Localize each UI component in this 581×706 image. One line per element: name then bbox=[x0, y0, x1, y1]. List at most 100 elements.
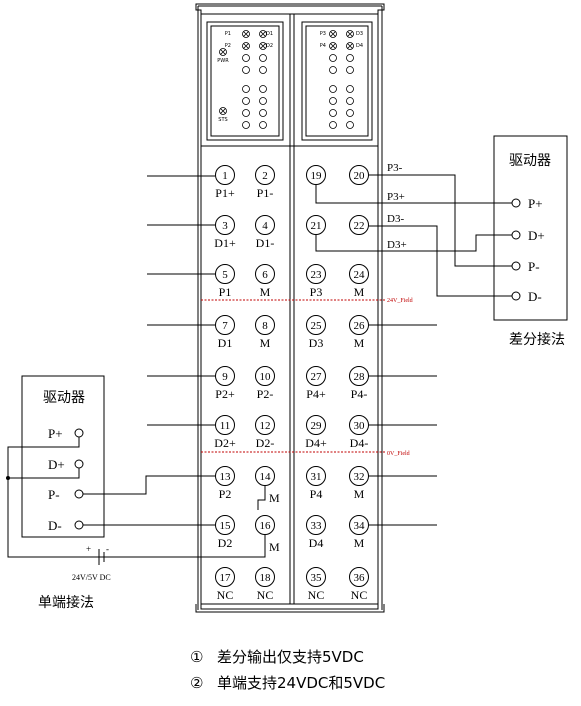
terminal-label: M bbox=[260, 285, 271, 299]
led-label-p2: P2 bbox=[225, 43, 231, 49]
terminal-14: 14M bbox=[255, 466, 280, 505]
led-icon bbox=[346, 85, 354, 93]
led-icon bbox=[242, 66, 250, 74]
led-cross-icon bbox=[347, 31, 353, 37]
terminal-1: 1P1+ bbox=[215, 165, 235, 200]
led-label-d1: D1 bbox=[266, 31, 273, 37]
terminal-number: 34 bbox=[354, 520, 366, 532]
led-cross-icon bbox=[260, 31, 266, 37]
led-icon bbox=[259, 109, 267, 117]
terminal-label: P2 bbox=[219, 487, 232, 501]
led-label-p4: P4 bbox=[320, 43, 326, 49]
note-1-text: 差分输出仅支持5VDC bbox=[217, 648, 364, 666]
driver-left-port-label: P+ bbox=[48, 426, 63, 441]
terminal-circle-icon bbox=[349, 567, 369, 587]
terminal-21: 21 bbox=[306, 215, 326, 235]
terminal-number: 11 bbox=[220, 420, 231, 432]
driver-box-single-ended: 驱动器 P+ D+ P- D- bbox=[21, 375, 105, 538]
terminal-24: 24M bbox=[349, 264, 369, 299]
junction-dot bbox=[6, 476, 10, 480]
led-icon bbox=[242, 85, 250, 93]
terminal-label: D4 bbox=[309, 536, 324, 550]
terminal-label: M bbox=[354, 336, 365, 350]
terminal-circle-icon bbox=[306, 466, 326, 486]
driver-right-port-p-plus-icon bbox=[511, 198, 521, 208]
terminal-circle-icon bbox=[349, 366, 369, 386]
terminal-circle-icon bbox=[349, 466, 369, 486]
led-icon bbox=[346, 66, 354, 74]
led-cross-icon bbox=[243, 31, 249, 37]
terminal-circle-icon bbox=[349, 415, 369, 435]
terminal-label: P4- bbox=[351, 387, 368, 401]
driver-right-port-d-minus-icon bbox=[511, 291, 521, 301]
terminal-circle-icon bbox=[306, 415, 326, 435]
terminal-label: P1 bbox=[219, 285, 232, 299]
terminal-label: P4+ bbox=[306, 387, 326, 401]
terminal-number: 3 bbox=[222, 220, 228, 232]
led-icon bbox=[346, 30, 354, 38]
terminal-6: 6M bbox=[255, 264, 275, 299]
terminal-number: 19 bbox=[311, 170, 323, 182]
terminal-circle-icon bbox=[306, 515, 326, 535]
terminal-22: 22 bbox=[349, 215, 369, 235]
terminal-label: M bbox=[269, 491, 280, 505]
terminal-number: 22 bbox=[354, 220, 365, 232]
led-icon bbox=[259, 30, 267, 38]
terminal-3: 3D1+ bbox=[214, 215, 236, 250]
led-icon bbox=[329, 30, 337, 38]
led-icon bbox=[346, 109, 354, 117]
terminal-label: P1+ bbox=[215, 186, 235, 200]
terminal-label: D4- bbox=[350, 436, 369, 450]
led-icon bbox=[259, 66, 267, 74]
note-2-text: 单端支持24VDC和5VDC bbox=[217, 674, 385, 692]
led-icon bbox=[346, 42, 354, 50]
led-icon bbox=[259, 121, 267, 129]
caption-single-ended: 单端接法 bbox=[38, 594, 94, 611]
driver-left-port-label: D+ bbox=[48, 457, 65, 472]
sts-label: STS bbox=[218, 117, 227, 123]
terminal-number: 35 bbox=[311, 572, 323, 584]
wire-label-p3-minus: P3- bbox=[387, 162, 403, 174]
led-label-d2: D2 bbox=[266, 43, 273, 49]
led-cross-icon bbox=[243, 43, 249, 49]
note-2-mark: ② bbox=[190, 674, 203, 692]
power-minus-label: - bbox=[106, 544, 109, 554]
terminal-label: D1+ bbox=[214, 236, 236, 250]
differential-wires bbox=[315, 174, 512, 297]
terminal-label: P4 bbox=[310, 487, 323, 501]
caption-differential: 差分接法 bbox=[509, 331, 565, 348]
terminal-circle-icon bbox=[349, 515, 369, 535]
terminal-circle-icon bbox=[255, 215, 275, 235]
terminal-number: 36 bbox=[354, 572, 366, 584]
driver-right-port-label: P+ bbox=[528, 196, 543, 211]
terminal-number: 10 bbox=[260, 371, 272, 383]
terminal-26: 26M bbox=[349, 315, 369, 350]
power-source-label: 24V/5V DC bbox=[72, 573, 111, 582]
divider-24v-label: 24V_Field bbox=[387, 298, 413, 304]
terminal-19: 19 bbox=[306, 165, 326, 185]
led-icon bbox=[242, 30, 250, 38]
terminal-circle-icon bbox=[215, 165, 235, 185]
terminal-label: P2- bbox=[257, 387, 274, 401]
terminal-8: 8M bbox=[255, 315, 275, 350]
terminal-circle-icon bbox=[215, 567, 235, 587]
terminal-circle-icon bbox=[215, 366, 235, 386]
terminal-number: 8 bbox=[262, 320, 268, 332]
terminal-4: 4D1- bbox=[255, 215, 275, 250]
terminal-number: 18 bbox=[260, 572, 272, 584]
terminal-label: P3 bbox=[310, 285, 323, 299]
driver-right-title: 驱动器 bbox=[509, 153, 551, 169]
terminal-number: 21 bbox=[311, 220, 322, 232]
terminal-circle-icon bbox=[306, 215, 326, 235]
module-housing bbox=[195, 3, 385, 613]
terminal-circle-icon bbox=[306, 315, 326, 335]
terminal-number: 1 bbox=[222, 170, 228, 182]
terminal-circle-icon bbox=[349, 264, 369, 284]
